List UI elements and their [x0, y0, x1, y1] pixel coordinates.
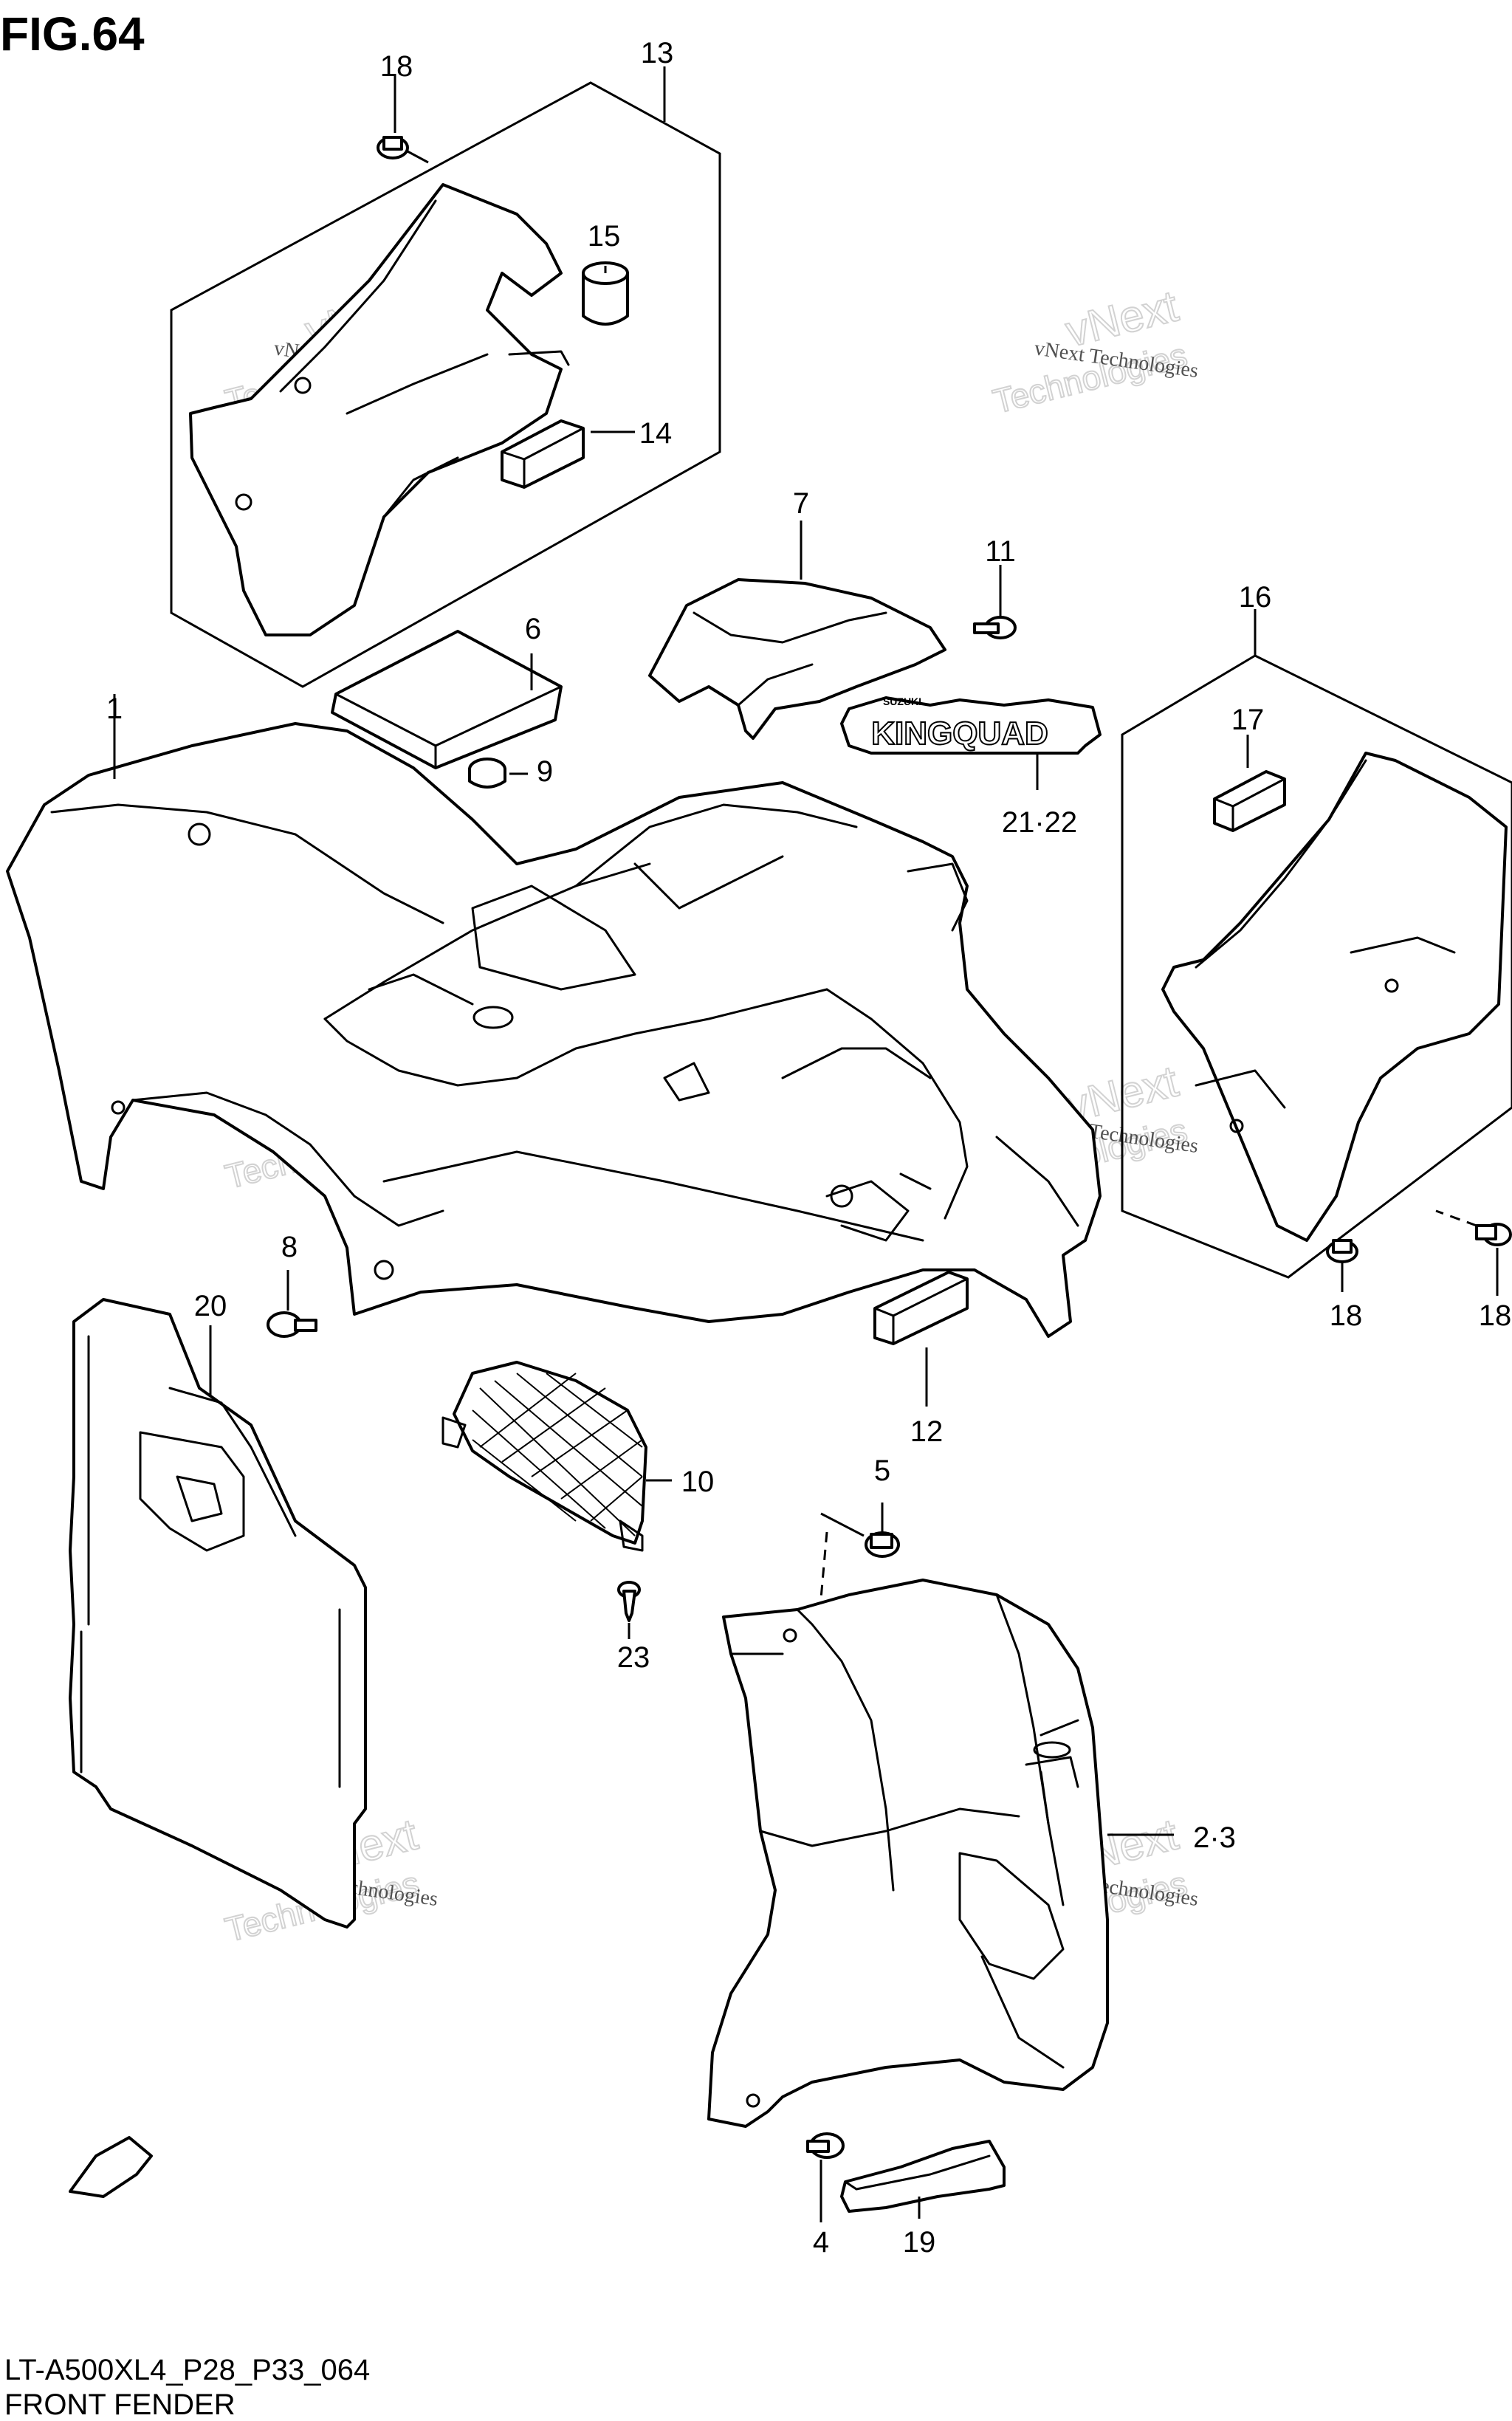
side-cover-16 — [1161, 752, 1508, 1242]
callout-13: 13 — [641, 37, 674, 69]
callout-9: 9 — [537, 755, 553, 788]
callout-7: 7 — [793, 487, 809, 520]
callout-12: 12 — [910, 1415, 944, 1448]
screw-8 — [267, 1311, 317, 1338]
storage-lid-6 — [331, 630, 563, 769]
pad-12 — [873, 1271, 969, 1345]
callout-17: 17 — [1231, 704, 1265, 736]
callout-23: 23 — [617, 1641, 650, 1674]
side-cover-13 — [189, 183, 570, 636]
callout-6: 6 — [525, 613, 541, 645]
pad-14 — [501, 419, 585, 489]
callout-15: 15 — [588, 220, 621, 253]
callout-18-right-inner: 18 — [1330, 1299, 1363, 1332]
callout-16: 16 — [1239, 581, 1272, 614]
diagram-name: FRONT FENDER — [4, 2389, 236, 2421]
side-panel-20 — [69, 1298, 367, 1929]
callout-11: 11 — [985, 535, 1016, 568]
callout-10: 10 — [681, 1466, 715, 1498]
callout-21-22: 21·22 — [1002, 806, 1077, 839]
diagram-code: LT-A500XL4_P28_P33_064 — [4, 2354, 370, 2386]
mud-guard-2-3 — [707, 1579, 1109, 2128]
callout-2-3: 2·3 — [1193, 1821, 1236, 1854]
fender-cover-7 — [648, 578, 946, 740]
screw-5 — [819, 1512, 900, 1599]
fwd-arrow-badge: FWD — [69, 2136, 153, 2198]
figure-title: FIG.64 — [0, 7, 145, 61]
pad-19 — [840, 2140, 1006, 2213]
callout-4: 4 — [813, 2226, 829, 2259]
callout-14: 14 — [639, 417, 673, 450]
callouts: 1 2·3 4 5 6 7 8 9 10 11 12 13 14 15 16 1… — [106, 37, 1511, 2259]
bolt-18-top — [377, 136, 429, 164]
bolt-18-right-outer — [1435, 1209, 1512, 1246]
callout-18-top: 18 — [380, 50, 413, 83]
callout-1: 1 — [106, 693, 123, 725]
rubber-cushion-9 — [468, 758, 506, 789]
mesh-grill-10 — [441, 1361, 647, 1552]
callout-5: 5 — [874, 1455, 890, 1487]
pad-17 — [1213, 770, 1286, 832]
screw-4 — [806, 2132, 845, 2159]
screw-23 — [617, 1581, 641, 1622]
callout-20: 20 — [194, 1290, 227, 1322]
grommet-15 — [582, 261, 629, 326]
decal-brand-text: SUZUKI — [883, 696, 921, 707]
callout-18-right-outer: 18 — [1479, 1299, 1512, 1332]
decal-21-22: KINGQUAD SUZUKI — [840, 696, 1102, 755]
group-box-13 — [170, 81, 721, 688]
watermark-top-right: vNext Technologies vNext Technologies — [989, 280, 1200, 421]
callout-8: 8 — [281, 1231, 298, 1263]
screw-11 — [973, 616, 1017, 639]
front-fender-1 — [6, 722, 1102, 1338]
callout-19: 19 — [903, 2226, 936, 2259]
decal-model-text: KINGQUAD — [871, 715, 1048, 752]
leader-lines — [113, 66, 1499, 2222]
